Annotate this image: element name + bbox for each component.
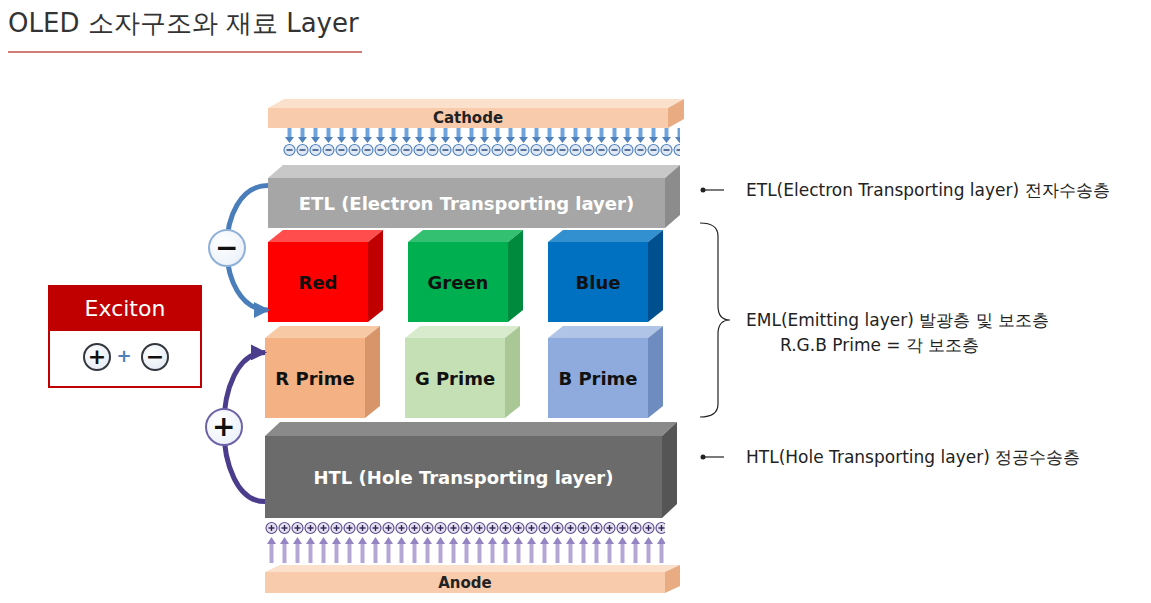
node-label: Green bbox=[428, 272, 489, 293]
node-label: R Prime bbox=[275, 368, 354, 389]
box-top bbox=[268, 230, 383, 242]
emitter-box: Red bbox=[268, 242, 368, 322]
box-side bbox=[365, 326, 380, 418]
node-label: Anode bbox=[438, 574, 492, 592]
node-label: Blue bbox=[576, 272, 621, 293]
plus-sign: + bbox=[117, 345, 132, 366]
prime-box: G Prime bbox=[405, 338, 505, 418]
box-side bbox=[665, 565, 680, 593]
box-top bbox=[265, 422, 677, 436]
electron-row bbox=[283, 128, 680, 158]
charge-circle: + bbox=[83, 343, 111, 371]
node-label: HTL (Hole Transporting layer) bbox=[314, 467, 614, 488]
title-underline bbox=[8, 51, 362, 53]
exciton-box: Exciton+− bbox=[48, 285, 202, 388]
hole-row bbox=[265, 521, 665, 565]
charge-sign: + bbox=[88, 346, 106, 368]
box-side bbox=[505, 326, 520, 418]
box-side bbox=[508, 230, 523, 322]
box-top bbox=[548, 326, 663, 338]
layer-note: EML(Emitting layer) 발광층 및 보조층 bbox=[746, 309, 1049, 332]
node-label: B Prime bbox=[558, 368, 637, 389]
box-top bbox=[268, 165, 680, 178]
carrier-sign: + bbox=[212, 413, 235, 441]
layer-box: ETL (Electron Transporting layer) bbox=[268, 178, 665, 228]
prime-box: B Prime bbox=[548, 338, 648, 418]
box-side bbox=[662, 422, 677, 518]
layer-box: HTL (Hole Transporting layer) bbox=[265, 436, 662, 518]
box-top bbox=[268, 99, 684, 108]
box-top bbox=[265, 326, 380, 338]
box-side bbox=[648, 230, 663, 322]
charge-sign: − bbox=[146, 346, 164, 368]
node-label: Red bbox=[299, 272, 338, 293]
page-title: OLED 소자구조와 재료 Layer bbox=[8, 6, 359, 41]
box-side bbox=[665, 165, 680, 228]
carrier-circle: + bbox=[205, 408, 243, 446]
layer-note: R.G.B Prime = 각 보조층 bbox=[780, 334, 979, 357]
carrier-circle: − bbox=[208, 229, 246, 267]
node-label: G Prime bbox=[415, 368, 495, 389]
cathode-bar: Cathode bbox=[268, 108, 668, 128]
box-top bbox=[405, 326, 520, 338]
prime-box: R Prime bbox=[265, 338, 365, 418]
box-top bbox=[265, 565, 680, 572]
leader-line bbox=[703, 456, 724, 457]
anode-bar: Anode bbox=[265, 572, 665, 593]
node-label: Exciton bbox=[50, 287, 200, 331]
box-side bbox=[368, 230, 383, 322]
bracket bbox=[700, 223, 730, 417]
emitter-box: Blue bbox=[548, 242, 648, 322]
layer-note: HTL(Hole Transporting layer) 정공수송층 bbox=[746, 446, 1080, 469]
node-label: ETL (Electron Transporting layer) bbox=[299, 193, 634, 214]
box-side bbox=[668, 99, 684, 128]
emitter-box: Green bbox=[408, 242, 508, 322]
box-side bbox=[648, 326, 663, 418]
box-top bbox=[408, 230, 523, 242]
box-top bbox=[548, 230, 663, 242]
layer-note: ETL(Electron Transporting layer) 전자수송층 bbox=[746, 179, 1110, 202]
node-label: Cathode bbox=[433, 109, 503, 127]
leader-line bbox=[703, 189, 724, 190]
charge-circle: − bbox=[141, 343, 169, 371]
carrier-sign: − bbox=[215, 234, 238, 262]
